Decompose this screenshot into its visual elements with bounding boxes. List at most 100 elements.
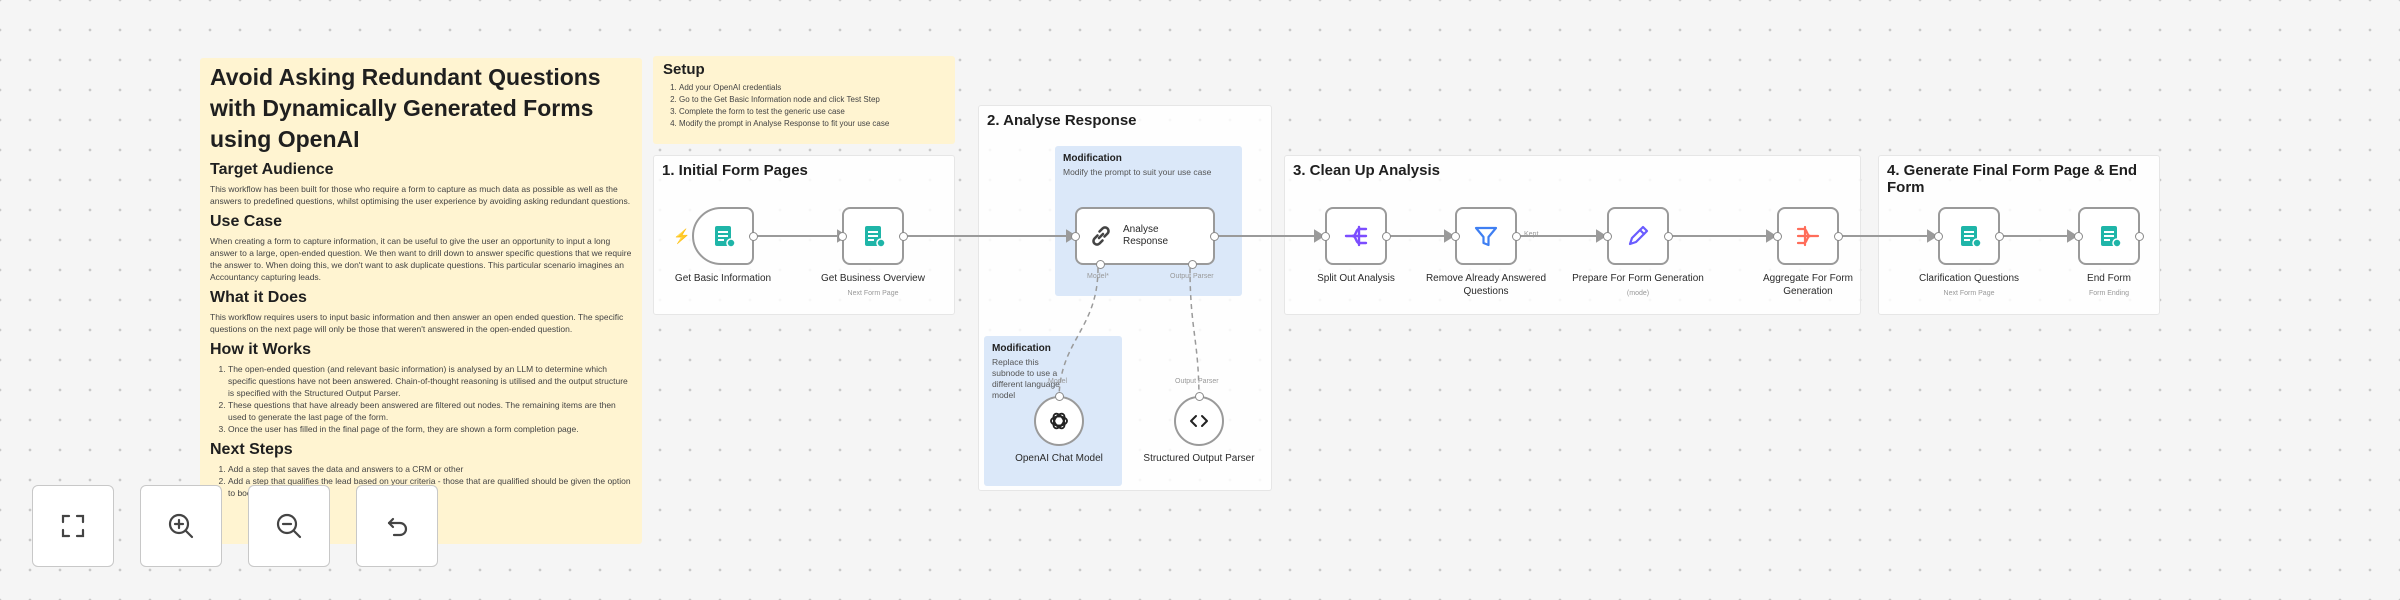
output-handle[interactable] xyxy=(1194,392,1204,401)
node-structured-output-parser[interactable] xyxy=(1174,392,1224,446)
input-handle[interactable] xyxy=(1773,231,1782,241)
next-steps-heading: Next Steps xyxy=(210,441,293,458)
openai-icon xyxy=(1050,412,1068,430)
node-label: Prepare For Form Generation (mode) xyxy=(1568,272,1708,300)
node-label: Aggregate For Form Generation xyxy=(1762,273,1854,297)
node-subtitle: (mode) xyxy=(1626,290,1650,297)
zoom-out-icon xyxy=(276,513,302,539)
setup-item: Go to the Get Basic Information node and… xyxy=(679,94,945,106)
form-icon xyxy=(715,226,736,248)
zoom-in-button[interactable] xyxy=(140,485,222,567)
fit-view-icon xyxy=(61,514,85,538)
output-handle[interactable] xyxy=(1834,231,1843,241)
node-title: Analyse Response xyxy=(1123,224,1169,247)
node-label: Structured Output Parser xyxy=(1143,453,1255,464)
node-title: Get Business Overview xyxy=(821,273,925,284)
parser-handle[interactable] xyxy=(1187,260,1197,269)
setup-heading: Setup xyxy=(663,61,705,78)
output-handle[interactable] xyxy=(1995,231,2004,241)
node-end-form[interactable] xyxy=(2074,207,2144,265)
workflow-description-note[interactable]: Avoid Asking Redundant Questions with Dy… xyxy=(200,58,642,544)
input-handle[interactable] xyxy=(1603,231,1612,241)
node-clarification-questions[interactable] xyxy=(1934,207,2004,265)
setup-list: Add your OpenAI credentials Go to the Ge… xyxy=(663,82,945,130)
output-handle[interactable] xyxy=(1664,231,1673,241)
input-handle[interactable] xyxy=(2074,231,2083,241)
output-handle[interactable] xyxy=(749,231,758,241)
output-handle[interactable] xyxy=(1210,231,1219,241)
input-handle[interactable] xyxy=(1071,231,1080,241)
setup-item: Add your OpenAI credentials xyxy=(679,82,945,94)
node-label: Get Basic Information xyxy=(674,273,772,284)
form-icon xyxy=(865,226,886,248)
node-analyse-response[interactable]: Analyse Response xyxy=(1071,207,1219,269)
how-item: The open-ended question (and relevant ba… xyxy=(228,363,632,399)
node-openai-chat-model[interactable] xyxy=(1034,392,1084,446)
node-get-business-overview[interactable] xyxy=(838,207,908,265)
note-title: Avoid Asking Redundant Questions with Dy… xyxy=(210,64,601,152)
node-label: Remove Already Answered Questions xyxy=(1425,273,1547,297)
modification-text: Replace this subnode to use a different … xyxy=(992,357,1060,400)
how-it-works-list: The open-ended question (and relevant ba… xyxy=(210,363,632,435)
node-get-basic-information[interactable] xyxy=(692,207,758,265)
input-handle[interactable] xyxy=(1934,231,1943,241)
fit-view-button[interactable] xyxy=(32,485,114,567)
aggregate-icon xyxy=(1796,225,1820,247)
handle-label-model: Model* xyxy=(1087,273,1109,280)
pencil-icon xyxy=(1628,225,1649,246)
node-label: Split Out Analysis xyxy=(1317,273,1395,284)
target-audience-heading: Target Audience xyxy=(210,161,334,178)
modification-title: Modification xyxy=(1063,153,1122,164)
output-handle[interactable] xyxy=(1512,231,1521,241)
node-label: OpenAI Chat Model xyxy=(1015,453,1103,464)
node-subtitle: Form Ending xyxy=(2088,290,2130,297)
undo-arrow-icon xyxy=(387,517,408,537)
setup-item: Complete the form to test the generic us… xyxy=(679,106,945,118)
node-title: Clarification Questions xyxy=(1918,273,2020,284)
form-icon xyxy=(2101,226,2122,248)
what-it-does-heading: What it Does xyxy=(210,289,307,306)
section-title: 1. Initial Form Pages xyxy=(662,162,808,179)
setup-note[interactable]: Setup Add your OpenAI credentials Go to … xyxy=(653,56,955,144)
use-case-heading: Use Case xyxy=(210,213,283,230)
input-handle[interactable] xyxy=(838,231,847,241)
node-remove-answered-questions[interactable] xyxy=(1451,207,1521,265)
handle-label: Output Parser xyxy=(1175,378,1219,385)
input-handle[interactable] xyxy=(1451,231,1460,241)
handle-label: Model xyxy=(1048,378,1068,385)
handle-label-parser: Output Parser xyxy=(1170,273,1214,280)
trigger-bolt-icon: ⚡ xyxy=(673,228,691,244)
node-split-out-analysis[interactable] xyxy=(1321,207,1391,265)
node-subtitle: Next Form Page xyxy=(847,290,899,297)
target-audience-text: This workflow has been built for those w… xyxy=(210,184,631,206)
output-handle[interactable] xyxy=(1054,392,1064,401)
how-item: These questions that have already been a… xyxy=(228,399,632,423)
setup-item: Modify the prompt in Analyse Response to… xyxy=(679,118,945,130)
chain-link-icon xyxy=(1092,226,1110,246)
modification-note-model[interactable]: Modification Replace this subnode to use… xyxy=(984,336,1122,486)
zoom-in-icon xyxy=(168,513,194,539)
model-handle[interactable] xyxy=(1095,260,1105,269)
filter-icon xyxy=(1474,226,1498,247)
section-title: 3. Clean Up Analysis xyxy=(1293,162,1440,179)
output-handle[interactable] xyxy=(899,231,908,241)
node-label: Clarification Questions Next Form Page xyxy=(1899,272,2039,300)
section-title: 2. Analyse Response xyxy=(987,112,1137,129)
what-it-does-text: This workflow requires users to input ba… xyxy=(210,312,624,334)
output-handle[interactable] xyxy=(2135,231,2144,241)
modification-text: Modify the prompt to suit your use case xyxy=(1063,167,1212,177)
modification-title: Modification xyxy=(992,343,1051,354)
reset-zoom-button[interactable] xyxy=(356,485,438,567)
node-subtitle: Next Form Page xyxy=(1943,290,1995,297)
split-out-icon xyxy=(1344,225,1368,247)
form-icon xyxy=(1961,226,1982,248)
node-title: Prepare For Form Generation xyxy=(1572,273,1704,284)
input-handle[interactable] xyxy=(1321,231,1330,241)
node-aggregate-form-generation[interactable] xyxy=(1773,207,1843,265)
node-title: End Form xyxy=(2087,273,2131,284)
node-prepare-form-generation[interactable] xyxy=(1603,207,1673,265)
node-label: End Form Form Ending xyxy=(2039,272,2179,300)
zoom-out-button[interactable] xyxy=(248,485,330,567)
output-handle[interactable] xyxy=(1382,231,1391,241)
